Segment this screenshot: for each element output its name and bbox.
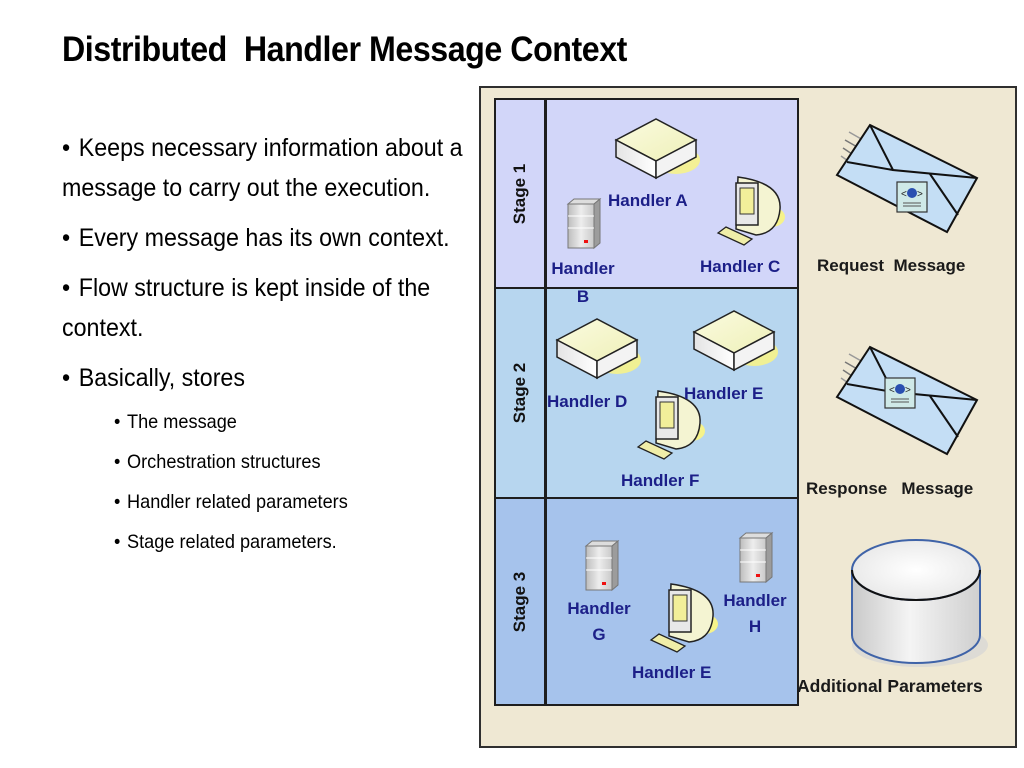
stage-1-lane: Stage 1 xyxy=(496,100,547,287)
handler-h-label: Handler H xyxy=(715,590,795,638)
sub-bullet-item: • Orchestration structures xyxy=(114,442,456,482)
sub-bullet-item: • Handler related parameters xyxy=(114,482,456,522)
handler-h-line-2: H xyxy=(748,617,762,636)
handler-b-line-1: Handler xyxy=(551,259,615,278)
slide-title: Distributed Handler Message Context xyxy=(62,30,627,69)
sub-bullet-text: Stage related parameters. xyxy=(127,531,337,553)
sub-bullet-list: • The message • Orchestration structures •… xyxy=(62,402,482,562)
additional-parameters-label: Additional Parameters xyxy=(797,676,983,696)
handler-d-label: Handler D xyxy=(547,392,628,411)
sub-bullet-text: The message xyxy=(127,411,237,433)
handler-a-label: Handler A xyxy=(608,191,688,210)
handler-b-label: Handler B xyxy=(545,258,621,308)
stage-3-lane: Stage 3 xyxy=(496,499,547,704)
stage-1-label: Stage 1 xyxy=(510,163,529,224)
handler-h-line-1: Handler xyxy=(723,591,787,610)
stage-2-label: Stage 2 xyxy=(510,362,529,424)
bullet-text: Basically, stores xyxy=(78,364,245,392)
sub-bullet-text: Orchestration structures xyxy=(127,451,321,473)
bullet-item: •Keeps necessary information about a mes… xyxy=(62,128,471,208)
bullet-text: Every message has its own context. xyxy=(78,224,450,252)
stage-2-lane: Stage 2 xyxy=(496,289,547,497)
workstation-icon xyxy=(649,583,718,653)
bullet-icon: • xyxy=(62,224,71,252)
handler-g-line-2: G xyxy=(592,625,606,644)
server-tower-icon xyxy=(584,540,620,592)
response-message-label: Response Message xyxy=(806,479,974,498)
svg-text:>: > xyxy=(905,385,911,396)
bullet-icon: • xyxy=(114,531,121,553)
bullet-icon: • xyxy=(62,134,71,162)
request-message-icon: < > xyxy=(835,123,979,234)
bullet-item: •Every message has its own context. xyxy=(62,218,471,258)
handler-f-label: Handler F xyxy=(621,471,700,490)
server-tower-icon xyxy=(566,198,602,250)
handler-g-label: Handler G xyxy=(559,598,639,646)
bullet-text: Keeps necessary information about a mess… xyxy=(62,134,463,202)
sub-bullet-item: • The message xyxy=(114,402,456,442)
workstation-icon xyxy=(636,390,705,460)
bullet-text: Flow structure is kept inside of the con… xyxy=(62,274,431,342)
response-message-icon: < > xyxy=(835,345,979,456)
svg-text:<: < xyxy=(889,385,895,396)
sub-bullet-text: Handler related parameters xyxy=(127,491,348,513)
workstation-icon xyxy=(716,176,785,246)
svg-text:<: < xyxy=(901,189,907,200)
handler-b-line-2: B xyxy=(576,287,590,306)
handler-c-label: Handler C xyxy=(700,257,781,276)
appliance-icon xyxy=(555,318,641,380)
handler-e-label: Handler E xyxy=(684,384,764,403)
svg-text:>: > xyxy=(917,189,923,200)
request-message-label: Request Message xyxy=(817,256,966,275)
bullet-icon: • xyxy=(114,451,121,473)
sub-bullet-item: • Stage related parameters. xyxy=(114,522,456,562)
stages-table: Stage 1 Stage 2 Stage 3 xyxy=(494,98,799,706)
bullet-list: •Keeps necessary information about a mes… xyxy=(62,128,482,562)
bullet-icon: • xyxy=(114,491,121,513)
bullet-icon: • xyxy=(114,411,121,433)
handler-e-stage3-label: Handler E xyxy=(632,663,712,682)
bullet-icon: • xyxy=(62,274,71,302)
stage-3-label: Stage 3 xyxy=(510,571,529,632)
appliance-icon xyxy=(692,310,778,372)
bullet-icon: • xyxy=(62,364,71,392)
bullet-item: •Flow structure is kept inside of the co… xyxy=(62,268,471,348)
server-tower-icon xyxy=(738,532,774,584)
database-cylinder-icon xyxy=(851,539,988,667)
handler-g-line-1: Handler xyxy=(567,599,631,618)
appliance-icon xyxy=(614,118,700,180)
bullet-item: •Basically, stores xyxy=(62,358,471,398)
